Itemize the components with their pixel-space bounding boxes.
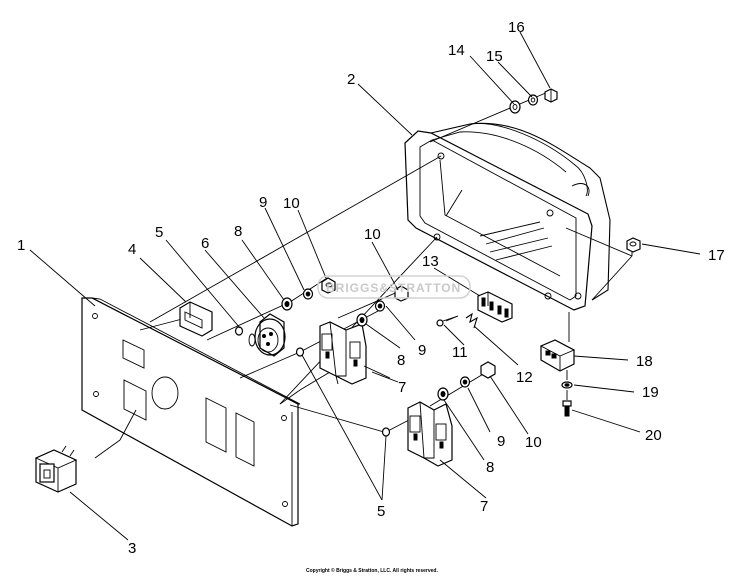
callout-10c: 10 xyxy=(525,434,542,451)
lock-washer-15 xyxy=(527,94,539,106)
callout-13: 13 xyxy=(422,253,439,270)
callout-1: 1 xyxy=(17,237,25,254)
screw-11 xyxy=(436,315,459,327)
screw-20-shank xyxy=(564,405,570,417)
callout-18: 18 xyxy=(636,353,653,370)
callout-17: 17 xyxy=(708,247,725,264)
rocker-switch-3 xyxy=(34,445,78,493)
callout-2: 2 xyxy=(347,71,355,88)
callout-9a: 9 xyxy=(259,194,267,211)
gfci-receptacle-7-upper xyxy=(319,321,367,385)
callout-11: 11 xyxy=(452,344,468,361)
callout-4: 4 xyxy=(128,241,136,258)
callout-16: 16 xyxy=(508,19,525,36)
callout-15: 15 xyxy=(486,48,503,65)
leader-lines xyxy=(29,31,701,541)
callout-10a: 10 xyxy=(283,195,300,212)
flat-washer-14 xyxy=(509,100,521,114)
screw-20-head xyxy=(562,400,572,407)
callout-7b: 7 xyxy=(480,498,488,515)
gfci-receptacle-7-lower xyxy=(407,401,453,467)
callout-9c: 9 xyxy=(497,433,505,450)
fastener-chain-top xyxy=(429,88,558,143)
hex-nut-17 xyxy=(565,227,641,301)
callout-10b: 10 xyxy=(364,226,381,243)
callout-14: 14 xyxy=(448,42,465,59)
callout-19: 19 xyxy=(642,384,659,401)
callout-5a: 5 xyxy=(155,224,163,241)
copyright-notice: Copyright © Briggs & Stratton, LLC. All … xyxy=(306,567,438,574)
callout-9b: 9 xyxy=(418,342,426,359)
hardware-set-lower xyxy=(437,361,496,401)
callout-8a: 8 xyxy=(234,223,242,240)
control-box-housing xyxy=(404,122,611,311)
terminal-block-13 xyxy=(477,291,513,323)
callout-3: 3 xyxy=(128,540,136,557)
callout-20: 20 xyxy=(645,427,662,444)
callout-6: 6 xyxy=(201,235,209,252)
twist-lock-receptacle-6 xyxy=(248,313,286,357)
callout-labels: 1 2 3 4 5 5 6 7 7 8 8 8 9 9 9 10 10 10 1… xyxy=(17,19,725,557)
callout-5b: 5 xyxy=(377,503,385,520)
outlet-cover-4 xyxy=(179,301,213,337)
callout-12: 12 xyxy=(516,369,533,386)
watermark-text: BRIGGS&STRATTON xyxy=(326,281,461,295)
callout-8c: 8 xyxy=(486,459,494,476)
control-panel-plate xyxy=(81,297,301,527)
small-washers-5 xyxy=(234,326,391,437)
watermark: BRIGGS&STRATTON xyxy=(317,275,471,299)
hardware-set-upper-left xyxy=(281,277,336,311)
callout-8b: 8 xyxy=(397,352,405,369)
bracket-assembly-18-19-20 xyxy=(539,312,576,417)
callout-7a: 7 xyxy=(398,379,406,396)
ground-clip-12 xyxy=(465,312,478,329)
